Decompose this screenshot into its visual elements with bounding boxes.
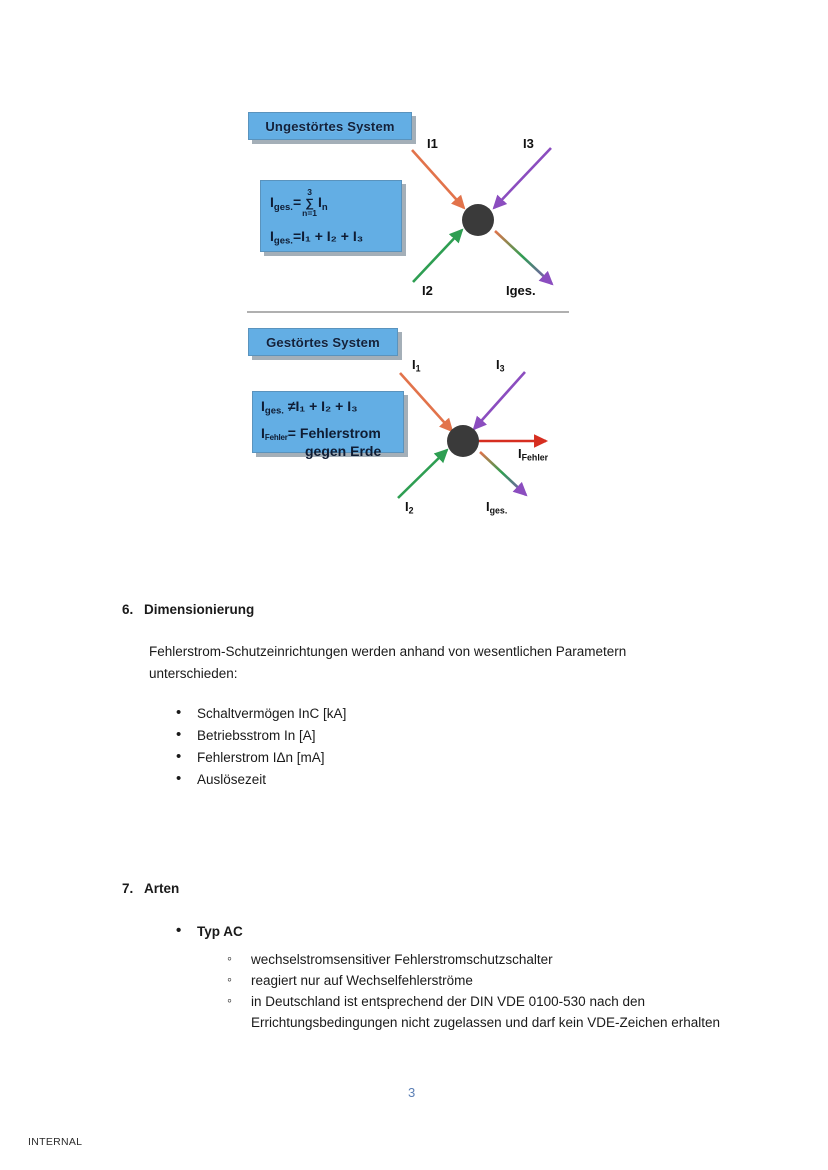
arrow-label-iges-b: Iges. (486, 499, 508, 516)
figure-divider (247, 311, 569, 313)
label-box-gestoertes-system: Gestörtes System (248, 328, 398, 356)
list-dimensionierung-parameters: Schaltvermögen InC [kA] Betriebsstrom In… (172, 702, 592, 791)
arrow-label-i2: I2 (422, 283, 433, 298)
arrow-i2-b (397, 448, 449, 499)
sublist-typ-ac: wechselstromsensitiver Fehlerstromschutz… (225, 948, 720, 1033)
page-number: 3 (408, 1085, 416, 1100)
formula-ifehler-subscript: Fehler (264, 432, 288, 442)
arrows-gestoert (397, 371, 549, 499)
arrow-iges-b (479, 451, 528, 497)
arrow-iges (494, 230, 554, 286)
node-summation-point (462, 204, 494, 236)
sum-upper-limit: 3 (307, 187, 312, 197)
arrow-label-i1-b: I1 (412, 357, 421, 374)
arrow-i3 (492, 147, 552, 210)
arrow-i1-b (399, 372, 454, 433)
sum-operand-subscript: n (321, 201, 328, 213)
heading-arten: 7. Arten (122, 881, 179, 896)
arrow-label-i1: I1 (427, 136, 438, 151)
formula-expanded-line: Iges.=I₁ + I₂ + I₃ (270, 229, 392, 247)
paragraph-dimensionierung: Fehlerstrom-Schutzeinrichtungen werden a… (149, 644, 627, 681)
list-item: Fehlerstrom IΔn [mA] (172, 746, 592, 769)
formula-fehlerstrom-line: IFehler=Fehlerstrom (261, 424, 395, 442)
arrow-label-i3: I3 (523, 136, 534, 151)
formula-inequality-line: Iges. ≠I₁ + I₂ + I₃ (261, 399, 395, 417)
formula-b-iges-symbol: I (261, 398, 265, 414)
list-item-typ-ac: Typ AC (172, 920, 692, 943)
formula-box-gestoert: Iges. ≠I₁ + I₂ + I₃ IFehler=Fehlerstrom … (252, 391, 404, 458)
formula-iges-subscript: ges. (273, 201, 293, 213)
sum-operand: I (318, 194, 322, 211)
heading-6-title: Dimensionierung (144, 602, 255, 617)
label-box-ungestoertes-system: Ungestörtes System (248, 112, 412, 140)
formula-iges-symbol: I (270, 194, 274, 211)
heading-6-number: 6. (122, 602, 134, 617)
formula2-iges-subscript: ges. (273, 235, 293, 247)
not-equal-icon: ≠ (287, 398, 296, 414)
formula-gegen-erde-text: gegen Erde (305, 443, 382, 460)
arrow-i3-b (472, 371, 526, 431)
arrow-label-i3-b: I3 (496, 357, 505, 374)
formula-equals: = (292, 194, 302, 211)
arrow-label-ifehler: IFehler (518, 446, 549, 463)
diagram-gestoertes-system: Gestörtes System Iges. ≠I₁ + I₂ + I₃ IFe… (240, 325, 580, 520)
list-item: in Deutschland ist entsprechend der DIN … (225, 990, 721, 1033)
list-item: Auslösezeit (172, 768, 592, 791)
arrow-i2 (412, 228, 464, 283)
heading-7-number: 7. (122, 881, 134, 896)
list-item: Betriebsstrom In [A] (172, 724, 592, 747)
formula2-iges-symbol: I (270, 228, 274, 244)
classification-footer: INTERNAL (28, 1136, 83, 1148)
arrow-label-iges: Iges. (506, 283, 536, 298)
formula-ifehler-symbol: I (261, 424, 265, 441)
arrow-i1 (411, 149, 466, 210)
heading-7-title: Arten (144, 881, 180, 896)
formula-fehlerstrom-text: Fehlerstrom (299, 424, 381, 441)
arrow-label-i2-b: I2 (405, 499, 414, 516)
formula2-equals: = (292, 228, 302, 244)
list-item: wechselstromsensitiver Fehlerstromschutz… (225, 948, 721, 970)
summation-operator: 3∑n=1 (302, 188, 317, 217)
formula2-terms: I₁ + I₂ + I₃ (301, 228, 364, 244)
formula-b-terms: I₁ + I₂ + I₃ (295, 398, 358, 414)
list-item: reagiert nur auf Wechselfehlerströme (225, 969, 721, 991)
sigma-icon: ∑ (305, 195, 314, 210)
arrows-ungestoert (411, 147, 554, 286)
formula-b-iges-subscript: ges. (264, 405, 284, 417)
node-summation-point-b (447, 425, 479, 457)
list-item: Schaltvermögen InC [kA] (172, 702, 592, 725)
list-arten: Typ AC wechselstromsensitiver Fehlerstro… (172, 920, 720, 1033)
formula-ifehler-equals: = (287, 424, 296, 441)
sum-lower-limit: n=1 (302, 207, 318, 218)
heading-dimensionierung: 6. Dimensionierung (122, 602, 254, 617)
